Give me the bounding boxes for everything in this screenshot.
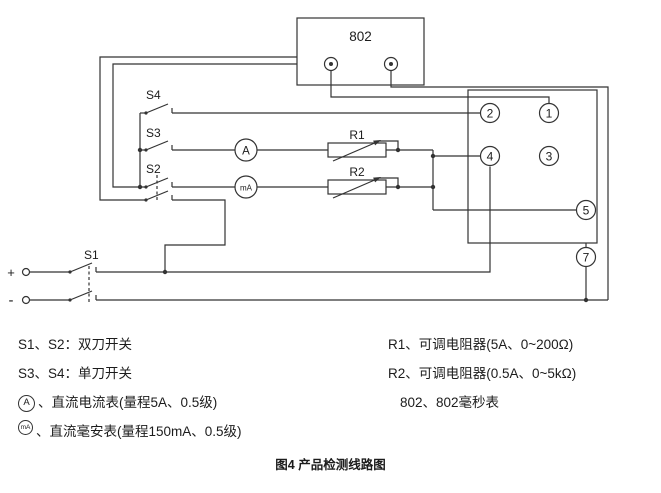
milliammeter-icon (234, 175, 258, 199)
switch-s2-label: S2 (146, 162, 161, 176)
timer-802-box (296, 17, 425, 86)
resistor-r1: R1 (327, 128, 399, 162)
plus-label: + (7, 265, 15, 280)
relay-box (467, 89, 598, 244)
legend-item-milliammeter: mA 、直流毫安表(量程150mA、0.5级) (18, 420, 242, 442)
switch-s3-blade (145, 140, 169, 151)
circuit-diagram: 802 2 1 4 (7, 17, 609, 309)
wires (29, 56, 609, 301)
resistor-r2-wiper-link (379, 177, 399, 187)
timer-802: 802 (296, 17, 425, 86)
switch-s1-blade-2 (69, 290, 93, 301)
figure-caption: 图4 产品检测线路图 (275, 458, 386, 472)
ammeter-label: A (242, 145, 250, 157)
switch-s1-blade-1 (69, 262, 93, 273)
milliammeter-symbol-icon: mA (18, 420, 33, 435)
terminal-2-label: 2 (487, 106, 494, 120)
switch-s4-label: S4 (146, 88, 161, 102)
legend-item-ammeter: A 、直流电流表(量程5A、0.5级) (18, 393, 242, 413)
wire (330, 70, 550, 104)
resistor-r1-wiper-link (379, 140, 399, 150)
terminal-5: 5 (575, 199, 597, 221)
relay-unit: 2 1 4 3 5 7 (467, 89, 598, 268)
terminal-1-label: 1 (546, 106, 553, 120)
wire (390, 70, 609, 300)
resistor-r2-body (327, 179, 387, 195)
legend-text: R2、可调电阻器(0.5A、0~5kΩ) (388, 366, 577, 381)
timer-terminal-left-icon (323, 56, 339, 72)
ammeter-icon (234, 138, 258, 162)
legend-text: 802、802毫秒表 (400, 395, 500, 410)
legend-item-r2: R2、可调电阻器(0.5A、0~5kΩ) (388, 364, 576, 384)
terminal-3-label: 3 (546, 149, 553, 163)
switch-s1-label: S1 (84, 248, 99, 262)
resistor-r1-wiper-arrow (332, 141, 378, 162)
legend-item-s3-s4: S3、S4：单刀开关 (18, 364, 242, 384)
legend-text: 、直流毫安表(量程150mA、0.5级) (36, 424, 242, 439)
minus-label: - (9, 292, 14, 309)
minus-terminal-icon (21, 295, 31, 305)
switch-s4-blade (145, 103, 169, 114)
switch-s2-blade-2 (145, 190, 169, 201)
terminal-1: 1 (538, 102, 560, 124)
terminal-4-label: 4 (487, 149, 494, 163)
power-terminals: + - (7, 265, 31, 309)
resistor-r2-wiper-arrow (332, 178, 378, 199)
timer-terminal-right-icon (383, 56, 399, 72)
switch-contact-ticks (95, 108, 173, 300)
switch-s3-label: S3 (146, 126, 161, 140)
legend-item-s1-s2: S1、S2：双刀开关 (18, 335, 242, 355)
legend-left-column: S1、S2：双刀开关 S3、S4：单刀开关 A 、直流电流表(量程5A、0.5级… (18, 335, 242, 442)
wire (164, 199, 226, 272)
wire (99, 56, 297, 201)
terminal-7-label: 7 (583, 250, 590, 264)
legend-right-column: R1、可调电阻器(5A、0~200Ω) R2、可调电阻器(0.5A、0~5kΩ)… (388, 335, 576, 413)
switch-hinges (68, 111, 148, 302)
terminal-2: 2 (479, 102, 501, 124)
legend-item-r1: R1、可调电阻器(5A、0~200Ω) (388, 335, 576, 355)
switch-blades (69, 103, 173, 303)
legend-item-802: 802、802毫秒表 (388, 393, 576, 413)
resistor-r2: R2 (327, 165, 399, 199)
ammeter: A (234, 138, 258, 162)
milliammeter: mA (234, 175, 258, 199)
wire (112, 63, 297, 188)
wire (96, 166, 491, 273)
terminal-4: 4 (479, 145, 501, 167)
resistor-r1-body (327, 142, 387, 158)
timer-802-label: 802 (349, 29, 372, 44)
plus-terminal-icon (21, 267, 31, 277)
legend-text: 、直流电流表(量程5A、0.5级) (38, 395, 218, 410)
milliammeter-label: mA (240, 184, 253, 193)
legend-text: S3、S4：单刀开关 (18, 366, 133, 381)
terminal-7: 7 (575, 246, 597, 268)
resistor-r2-label: R2 (349, 165, 365, 179)
legend-text: S1、S2：双刀开关 (18, 337, 133, 352)
terminal-3: 3 (538, 145, 560, 167)
legend-text: R1、可调电阻器(5A、0~200Ω) (388, 337, 574, 352)
resistor-r1-label: R1 (349, 128, 365, 142)
ammeter-symbol-icon: A (18, 394, 35, 412)
terminal-5-label: 5 (583, 203, 590, 217)
junction-dots (137, 147, 589, 303)
